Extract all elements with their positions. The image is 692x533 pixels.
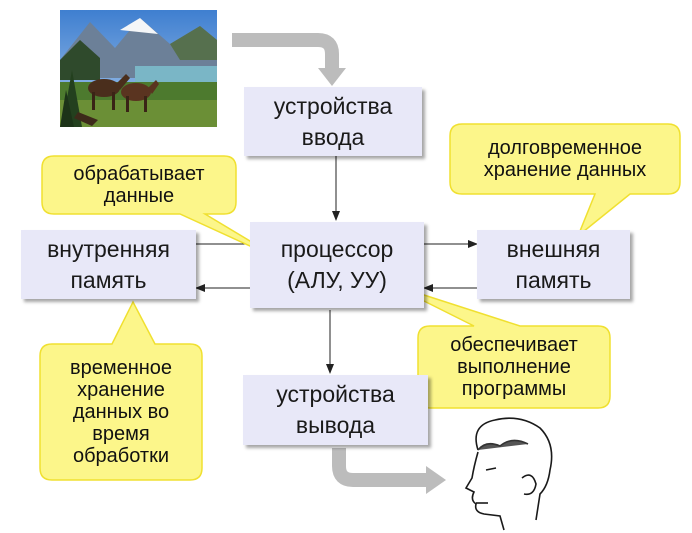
connectors — [195, 156, 478, 374]
callout-temporary-shape — [39, 300, 203, 481]
output-devices-box: устройства вывода — [243, 375, 428, 445]
processor-box: процессор (АЛУ, УУ) — [250, 222, 424, 308]
callout-long-term-shape — [449, 123, 681, 239]
callout-executes-program: обеспечивает выполнение программы — [450, 334, 578, 400]
internal-memory-box: внутренняя память — [21, 230, 196, 299]
person-head — [464, 417, 553, 531]
callout-executes-program-shape — [389, 283, 611, 409]
callout-balloons — [39, 123, 681, 481]
landscape-photo — [60, 10, 217, 127]
callout-long-term-storage: долговременное хранение данных — [483, 137, 647, 181]
input-flow-arrow — [232, 33, 346, 86]
callout-temporary-storage: временное хранение данных во время обраб… — [69, 357, 173, 467]
callout-processes-data: обрабатывает данные — [73, 163, 205, 207]
callout-processes-data-shape — [41, 155, 286, 263]
input-devices-box: устройства ввода — [244, 87, 422, 156]
output-flow-arrow — [332, 448, 446, 494]
external-memory-box: внешняя память — [477, 230, 630, 299]
